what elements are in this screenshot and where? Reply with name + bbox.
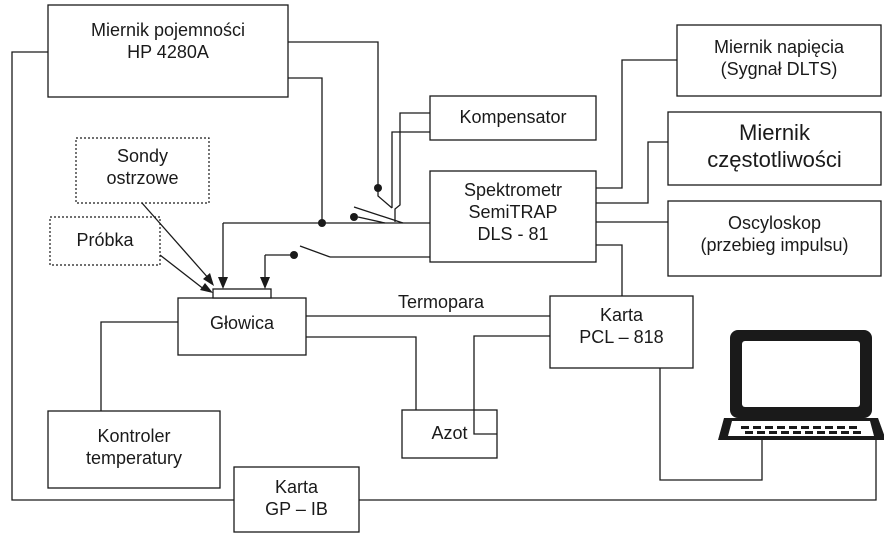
spektrometr-line3: DLS - 81 xyxy=(477,223,549,244)
miernik-napiecia-line2: (Sygnał DLTS) xyxy=(720,58,838,79)
computer-icon xyxy=(718,330,884,440)
kompensator-box xyxy=(429,95,597,141)
azot-line1: Azot xyxy=(431,423,468,443)
spektrometr-label: Spektrometr SemiTRAP DLS - 81 xyxy=(430,180,596,246)
karta-pcl-label: Karta PCL – 818 xyxy=(550,305,693,349)
connection-wires xyxy=(11,41,877,501)
miernik-napiecia-line1: Miernik napięcia xyxy=(713,37,845,57)
miernik-czestotliwosci-label: Miernik częstotliwości xyxy=(668,120,881,174)
probka-line1: Próbka xyxy=(76,230,134,250)
glowica-line1: Głowica xyxy=(209,313,275,333)
miernik-pojemnosci-label: Miernik pojemności HP 4280A xyxy=(48,20,288,64)
spektrometr-box xyxy=(429,170,597,263)
termopara-text: Termopara xyxy=(397,292,485,312)
probka-box xyxy=(49,216,161,266)
oscyloskop-line2: (przebieg impulsu) xyxy=(700,234,849,255)
sondy-line1: Sondy xyxy=(116,146,169,166)
glowica-label: Głowica xyxy=(178,313,306,335)
switch-contact-1 xyxy=(374,184,382,192)
karta-gpib-label: Karta GP – IB xyxy=(234,477,359,521)
sample-plate xyxy=(212,288,272,299)
miernik-napiecia-label: Miernik napięcia (Sygnał DLTS) xyxy=(677,37,881,81)
probka-label: Próbka xyxy=(50,230,160,252)
miernik-czestotliwosci-line2: częstotliwości xyxy=(707,146,842,172)
kompensator-line1: Kompensator xyxy=(459,107,567,127)
sondy-box xyxy=(75,137,210,204)
kontroler-line2: temperatury xyxy=(85,447,183,468)
switch-contact-2 xyxy=(318,219,326,227)
karta-gpib-line1: Karta xyxy=(274,477,319,497)
oscyloskop-line1: Oscyloskop xyxy=(727,213,822,233)
kontroler-line1: Kontroler xyxy=(97,426,171,446)
switch-contact-4 xyxy=(290,251,298,259)
kompensator-label: Kompensator xyxy=(430,107,596,129)
azot-label: Azot xyxy=(402,423,497,445)
glowica-box xyxy=(177,297,307,356)
oscyloskop-label: Oscyloskop (przebieg impulsu) xyxy=(668,213,881,257)
sondy-line2: ostrzowe xyxy=(106,167,179,188)
oscyloskop-box xyxy=(667,200,882,277)
spektrometr-line1: Spektrometr xyxy=(463,180,563,200)
karta-pcl-line1: Karta xyxy=(599,305,644,325)
probe-arrows xyxy=(141,202,270,293)
spektrometr-line2: SemiTRAP xyxy=(468,201,558,222)
miernik-napiecia-box xyxy=(676,24,882,97)
karta-pcl-line2: PCL – 818 xyxy=(579,326,664,347)
karta-pcl-box xyxy=(549,295,694,369)
miernik-czestotliwosci-line1: Miernik xyxy=(739,120,810,145)
miernik-czestotliwosci-box xyxy=(667,111,882,186)
termopara-label: Termopara xyxy=(386,292,496,314)
miernik-pojemnosci-line1: Miernik pojemności xyxy=(90,20,246,40)
karta-gpib-line2: GP – IB xyxy=(265,498,328,519)
miernik-pojemnosci-box xyxy=(47,4,289,98)
kontroler-box xyxy=(47,410,221,489)
switch-contact-3 xyxy=(350,213,358,221)
sondy-label: Sondy ostrzowe xyxy=(76,146,209,190)
miernik-pojemnosci-line2: HP 4280A xyxy=(127,41,209,62)
kontroler-label: Kontroler temperatury xyxy=(48,426,220,470)
